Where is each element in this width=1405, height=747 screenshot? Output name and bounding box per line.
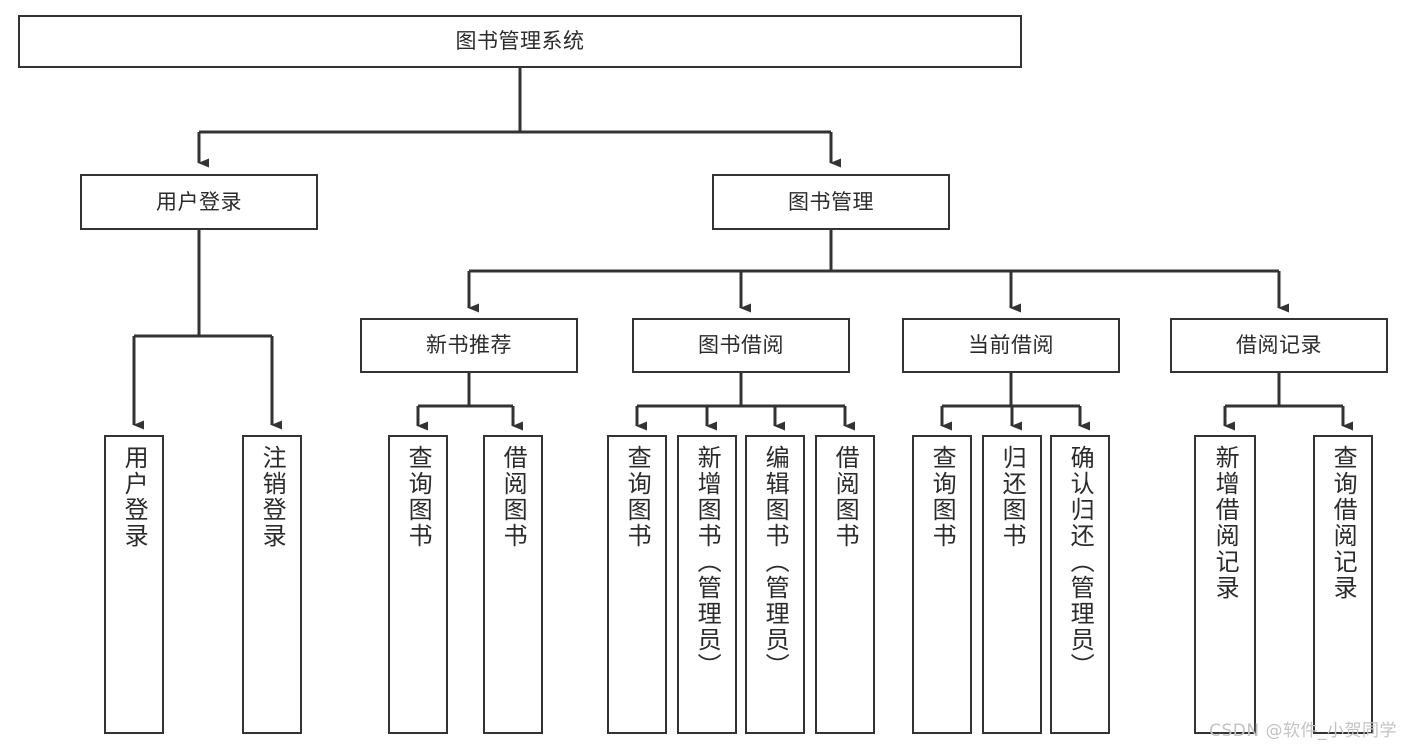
node-leaf-return-book[interactable]: 归还图书 bbox=[982, 435, 1042, 734]
node-leaf-query-book-current-label: 查询图书 bbox=[928, 445, 957, 549]
node-leaf-confirm-return[interactable]: 确认归还（管理员） bbox=[1050, 435, 1110, 734]
node-current-borrow-label: 当前借阅 bbox=[968, 333, 1054, 358]
node-new-book-recommend[interactable]: 新书推荐 bbox=[360, 318, 578, 373]
node-root-label: 图书管理系统 bbox=[455, 29, 585, 54]
node-user-login[interactable]: 用户登录 bbox=[80, 174, 318, 230]
node-leaf-query-book-borrow-label: 查询图书 bbox=[623, 445, 652, 549]
node-book-borrow-label: 图书借阅 bbox=[698, 333, 784, 358]
node-new-book-recommend-label: 新书推荐 bbox=[426, 333, 512, 358]
node-book-manage-label: 图书管理 bbox=[788, 189, 874, 214]
node-user-login-label: 用户登录 bbox=[156, 189, 242, 214]
node-leaf-edit-book[interactable]: 编辑图书（管理员） bbox=[745, 435, 805, 734]
node-leaf-user-login[interactable]: 用户登录 bbox=[104, 435, 164, 734]
node-leaf-query-borrow-record[interactable]: 查询借阅记录 bbox=[1313, 435, 1373, 734]
node-leaf-user-login-label: 用户登录 bbox=[120, 445, 149, 549]
node-leaf-add-borrow-record[interactable]: 新增借阅记录 bbox=[1194, 435, 1256, 734]
node-leaf-query-book-recommend-label: 查询图书 bbox=[404, 445, 433, 549]
node-book-borrow[interactable]: 图书借阅 bbox=[632, 318, 850, 373]
node-leaf-return-book-label: 归还图书 bbox=[998, 445, 1027, 549]
node-leaf-logout[interactable]: 注销登录 bbox=[242, 435, 302, 734]
node-borrow-record-label: 借阅记录 bbox=[1236, 333, 1322, 358]
node-leaf-borrow-book-recommend[interactable]: 借阅图书 bbox=[483, 435, 543, 734]
node-leaf-add-borrow-record-label: 新增借阅记录 bbox=[1211, 445, 1240, 601]
node-leaf-borrow-book-recommend-label: 借阅图书 bbox=[499, 445, 528, 549]
node-leaf-add-book-label: 新增图书（管理员） bbox=[693, 445, 722, 679]
node-leaf-edit-book-label: 编辑图书（管理员） bbox=[761, 445, 790, 679]
node-leaf-borrow-book[interactable]: 借阅图书 bbox=[815, 435, 875, 734]
node-leaf-logout-label: 注销登录 bbox=[258, 445, 287, 549]
node-borrow-record[interactable]: 借阅记录 bbox=[1170, 318, 1388, 373]
node-leaf-add-book[interactable]: 新增图书（管理员） bbox=[677, 435, 737, 734]
node-current-borrow[interactable]: 当前借阅 bbox=[902, 318, 1120, 373]
node-leaf-query-book-current[interactable]: 查询图书 bbox=[912, 435, 972, 734]
node-leaf-confirm-return-label: 确认归还（管理员） bbox=[1066, 445, 1095, 679]
node-root[interactable]: 图书管理系统 bbox=[18, 15, 1022, 68]
node-leaf-query-borrow-record-label: 查询借阅记录 bbox=[1329, 445, 1358, 601]
node-book-manage[interactable]: 图书管理 bbox=[712, 174, 950, 230]
node-leaf-borrow-book-label: 借阅图书 bbox=[831, 445, 860, 549]
node-leaf-query-book-recommend[interactable]: 查询图书 bbox=[388, 435, 448, 734]
node-leaf-query-book-borrow[interactable]: 查询图书 bbox=[607, 435, 667, 734]
